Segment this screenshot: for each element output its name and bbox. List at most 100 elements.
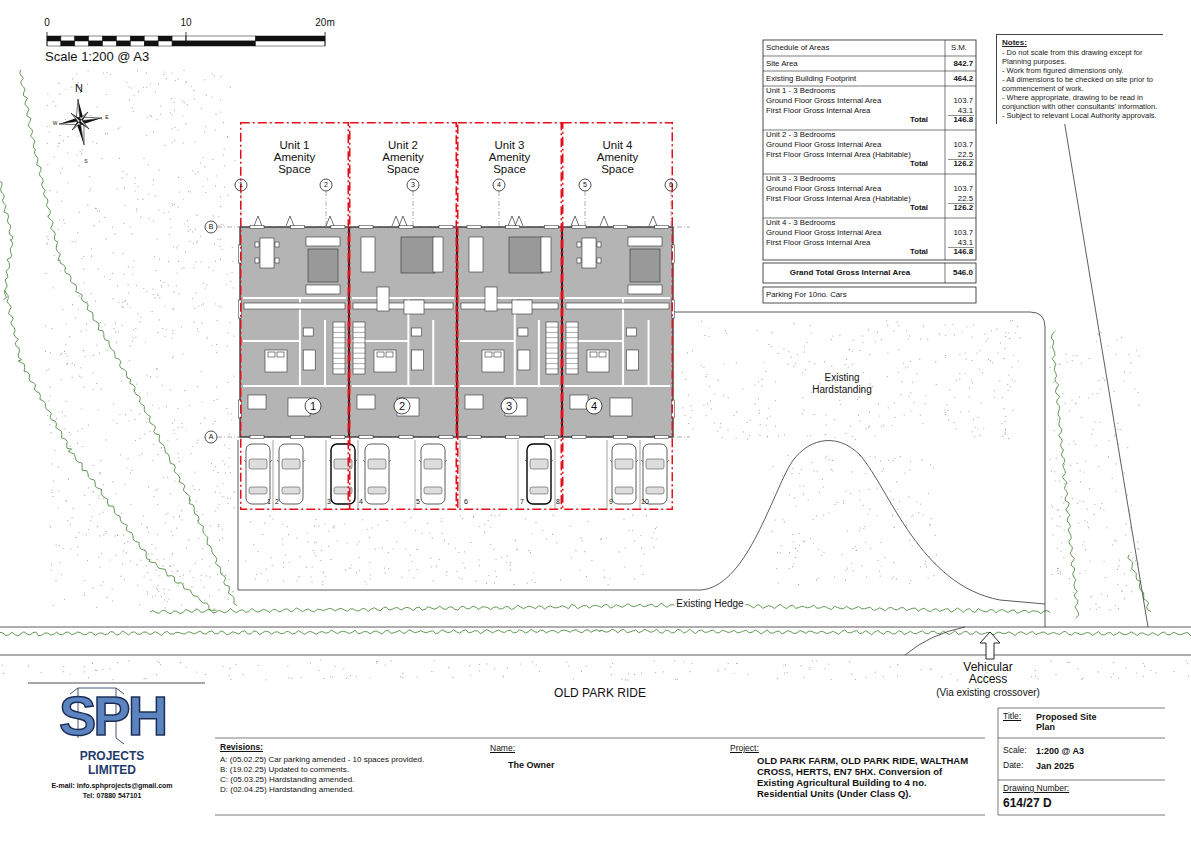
grass-dot: [212, 159, 213, 160]
grass-dot: [188, 226, 189, 227]
grass-dot: [810, 325, 811, 326]
grass-dot: [846, 491, 847, 492]
grass-dot: [220, 112, 221, 113]
grass-dot: [191, 86, 192, 87]
grass-dot: [776, 568, 777, 569]
grass-dot: [927, 339, 928, 340]
grass-dot: [974, 427, 975, 428]
compass-arm: [80, 120, 89, 129]
sofa: [306, 237, 340, 246]
grass-dot: [883, 676, 884, 677]
grass-dot: [231, 413, 232, 414]
grass-dot: [826, 456, 827, 457]
grass-dot: [121, 381, 122, 382]
grass-dot: [433, 660, 434, 661]
dining-table: [485, 287, 497, 311]
grass-dot: [1061, 497, 1062, 498]
grass-dot: [1117, 423, 1118, 424]
grass-dot: [169, 234, 170, 235]
grass-dot: [156, 119, 157, 120]
grass-dot: [204, 600, 205, 601]
grass-dot: [852, 548, 853, 549]
grass-dot: [404, 522, 405, 523]
grass-dot: [1138, 549, 1139, 550]
grass-dot: [736, 362, 737, 363]
grass-dot: [201, 322, 202, 323]
grass-dot: [135, 328, 136, 329]
grass-dot: [91, 293, 92, 294]
grass-dot: [1002, 397, 1003, 398]
grass-dot: [223, 666, 224, 667]
grass-dot: [717, 430, 718, 431]
grass-dot: [106, 72, 107, 73]
grass-dot: [872, 386, 873, 387]
grass-dot: [103, 582, 104, 583]
grass-dot: [470, 674, 471, 675]
grass-dot: [795, 548, 796, 549]
grass-dot: [821, 555, 822, 556]
grid-line: [585, 191, 586, 227]
grass-dot: [150, 115, 151, 116]
grass-dot: [767, 436, 768, 437]
grass-dot: [758, 382, 759, 383]
grass-dot: [843, 503, 844, 504]
grass-dot: [810, 538, 811, 539]
grass-dot: [778, 353, 779, 354]
bath: [303, 350, 315, 370]
grass-dot: [791, 357, 792, 358]
grid-line: [671, 191, 672, 227]
grass-dot: [194, 472, 195, 473]
grass-dot: [1101, 593, 1102, 594]
grass-dot: [959, 354, 960, 355]
site-boundary: [238, 440, 1045, 604]
grass-dot: [136, 210, 137, 211]
grass-dot: [448, 667, 449, 668]
grass-dot: [66, 89, 67, 90]
grass-dot: [179, 516, 180, 517]
grass-dot: [177, 570, 178, 571]
grass-dot: [385, 665, 386, 666]
grass-dot: [84, 282, 85, 283]
grass-dot: [1101, 332, 1102, 333]
grass-dot: [866, 428, 867, 429]
grass-dot: [875, 341, 876, 342]
grass-dot: [211, 345, 212, 346]
grass-dot: [369, 537, 370, 538]
grass-dot: [82, 149, 83, 150]
grass-dot: [213, 400, 214, 401]
grass-dot: [345, 569, 346, 570]
grass-dot: [188, 191, 189, 192]
grass-dot: [205, 674, 206, 675]
grass-dot: [223, 155, 224, 156]
grass-dot: [334, 525, 335, 526]
grass-dot: [208, 267, 209, 268]
grass-dot: [89, 190, 90, 191]
grass-dot: [1105, 577, 1106, 578]
grass-dot: [910, 361, 911, 362]
grass-dot: [902, 381, 903, 382]
grass-dot: [863, 505, 864, 506]
grass-dot: [799, 545, 800, 546]
grass-dot: [1072, 360, 1073, 361]
grass-dot: [784, 521, 785, 522]
window: [544, 436, 558, 439]
grass-dot: [772, 466, 773, 467]
grass-dot: [88, 677, 89, 678]
grass-dot: [910, 392, 911, 393]
grass-dot: [322, 584, 323, 585]
pillow: [590, 352, 597, 357]
grass-dot: [803, 541, 804, 542]
grass-dot: [78, 136, 79, 137]
grass-dot: [83, 350, 84, 351]
grass-dot: [809, 361, 810, 362]
grass-dot: [870, 456, 871, 457]
grass-dot: [227, 274, 228, 275]
grass-dot: [663, 671, 664, 672]
grass-dot: [62, 309, 63, 310]
grass-dot: [69, 336, 70, 337]
grass-dot: [814, 414, 815, 415]
grass-dot: [803, 409, 804, 410]
grass-dot: [839, 335, 840, 336]
grass-dot: [801, 469, 802, 470]
grass-dot: [536, 664, 537, 665]
